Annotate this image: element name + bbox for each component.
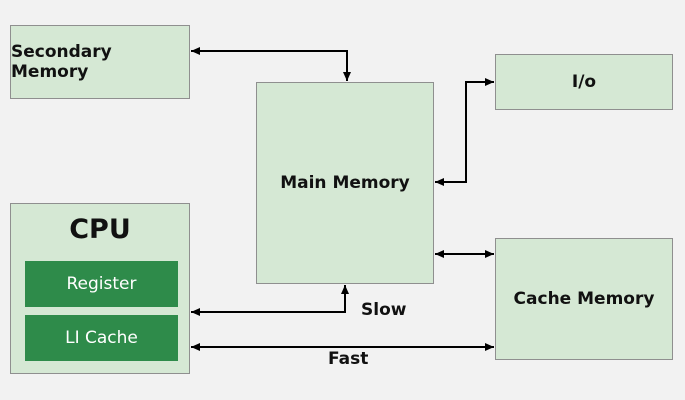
register-box: Register [25, 261, 178, 307]
io-box: I/o [495, 54, 673, 110]
arrow-main-io [435, 78, 494, 186]
slow-label: Slow [361, 300, 407, 320]
arrow-cpu-main-slow [191, 285, 349, 316]
cache-memory-box: Cache Memory [495, 238, 673, 360]
cache-memory-label: Cache Memory [513, 289, 655, 309]
fast-label: Fast [328, 349, 369, 369]
main-memory-label: Main Memory [280, 173, 410, 193]
io-label: I/o [571, 72, 597, 92]
main-memory-box: Main Memory [256, 82, 434, 284]
arrow-secondary-main [191, 47, 351, 81]
secondary-memory-box: Secondary Memory [10, 25, 190, 99]
l1-cache-box: LI Cache [25, 315, 178, 361]
cpu-title: CPU [69, 214, 131, 245]
secondary-memory-label: Secondary Memory [11, 42, 112, 82]
cpu-box: CPU Register LI Cache [10, 203, 190, 374]
